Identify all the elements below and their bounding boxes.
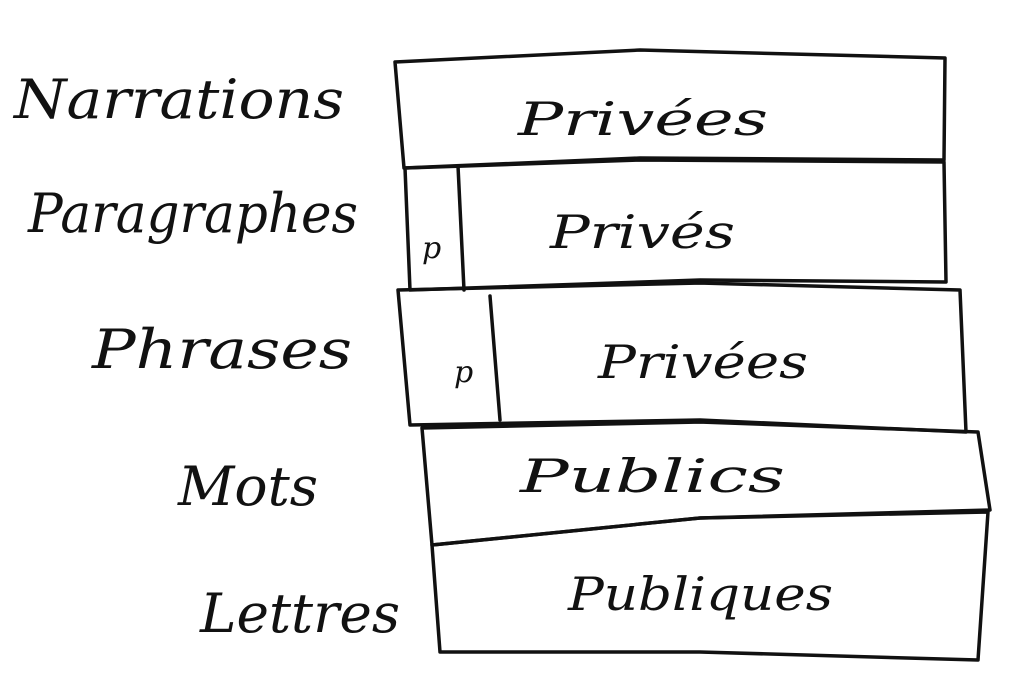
stack-row-paragraphes: Paragraphes p Privés: [27, 158, 948, 292]
stack-row-narrations: Narrations Privées: [12, 48, 947, 170]
cell-label-mots: Publics: [518, 449, 785, 503]
row-label-narrations: Narrations: [12, 68, 344, 131]
cell-label-lettres: Publiques: [567, 567, 833, 621]
row-label-paragraphes: Paragraphes: [27, 182, 358, 245]
prefix-label-paragraphes: p: [422, 231, 441, 266]
cell-label-phrases: Privées: [597, 335, 808, 389]
stack-row-lettres: Lettres Publiques: [199, 510, 990, 662]
divider-paragraphes: [456, 164, 466, 292]
stack-row-mots: Mots Publics: [177, 420, 992, 547]
row-label-lettres: Lettres: [199, 582, 400, 645]
cell-label-narrations: Privées: [517, 92, 768, 146]
box-lettres: [430, 510, 990, 662]
row-label-mots: Mots: [177, 455, 318, 518]
row-label-phrases: Phrases: [91, 318, 352, 381]
prefix-label-phrases: p: [454, 355, 473, 390]
stack-row-phrases: Phrases p Privées: [91, 281, 968, 434]
cell-label-paragraphes: Privés: [549, 205, 735, 259]
divider-phrases: [488, 294, 502, 422]
